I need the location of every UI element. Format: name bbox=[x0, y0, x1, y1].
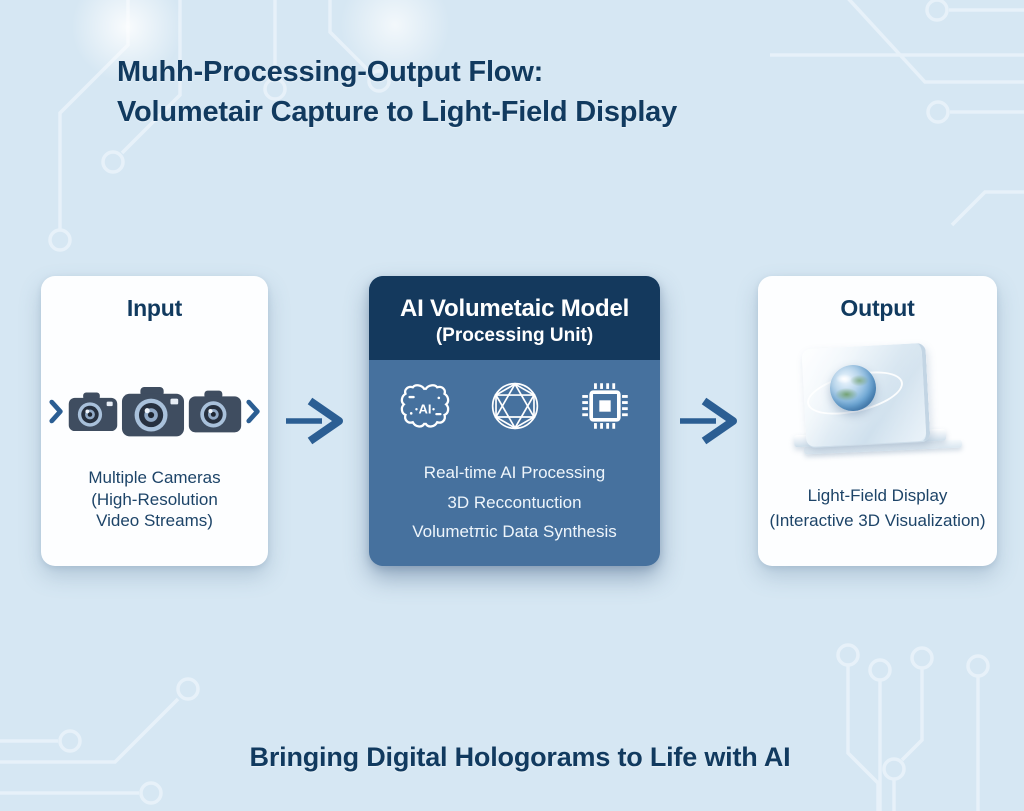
title-line-1: Muhh-Processing-Output Flow: bbox=[117, 56, 544, 88]
output-caption-line: Light-Field Display bbox=[807, 486, 948, 505]
flow-arrow-icon bbox=[680, 397, 737, 445]
tagline: Bringing Digital Hologorams to Life with… bbox=[249, 742, 791, 772]
processing-header: AI Volumetaic Model (Processing Unit) bbox=[369, 276, 660, 360]
camera-icon-row bbox=[41, 378, 268, 444]
input-heading: Input bbox=[126, 295, 183, 321]
processing-icon-row: AI bbox=[369, 376, 660, 436]
flow-arrow-icon bbox=[286, 397, 343, 445]
processor-chip-icon bbox=[581, 383, 628, 429]
input-card: Input bbox=[41, 276, 268, 566]
ai-brain-label: AI bbox=[418, 401, 431, 416]
processing-feature: 3D Reccontuction bbox=[447, 492, 582, 512]
input-caption: Multiple Cameras (High-Resolution Video … bbox=[41, 467, 268, 532]
camera-icon bbox=[188, 390, 241, 433]
camera-icon bbox=[68, 392, 117, 431]
processing-feature: Volumetπic Data Synthesis bbox=[412, 522, 617, 541]
light-field-display-icon bbox=[792, 342, 964, 462]
chevron-right-icon bbox=[48, 399, 63, 423]
processing-feature: Real-time AI Processing bbox=[423, 463, 606, 482]
processing-feature-list: Real-time AI Processing 3D Reccontuction… bbox=[369, 458, 660, 547]
output-caption-line: (Interactive 3D Visualization) bbox=[769, 511, 986, 530]
processing-card: AI Volumetaic Model (Processing Unit) AI bbox=[369, 276, 660, 566]
input-caption-line: Multiple Cameras bbox=[88, 468, 221, 487]
output-card: Output Light-Field Display (Interactive … bbox=[758, 276, 997, 566]
ai-brain-icon: AI bbox=[400, 384, 449, 428]
input-caption-line: (High-Resolution bbox=[91, 489, 218, 509]
diagram-title: Muhh-Processing-Output Flow: Volumetair … bbox=[117, 52, 677, 132]
wireframe-globe-icon bbox=[491, 382, 538, 430]
camera-icon bbox=[121, 386, 184, 437]
processing-heading-line-2: (Processing Unit) bbox=[435, 325, 594, 346]
chevron-right-icon bbox=[245, 399, 260, 423]
title-line-2: Volumetair Capture to Light-Field Displa… bbox=[117, 96, 678, 128]
input-caption-line: Video Streams) bbox=[96, 511, 213, 530]
output-caption: Light-Field Display (Interactive 3D Visu… bbox=[758, 483, 997, 533]
output-heading: Output bbox=[840, 295, 915, 321]
hologram-globe bbox=[830, 365, 876, 411]
processing-heading-line-1: AI Volumetaic Model bbox=[399, 295, 630, 322]
